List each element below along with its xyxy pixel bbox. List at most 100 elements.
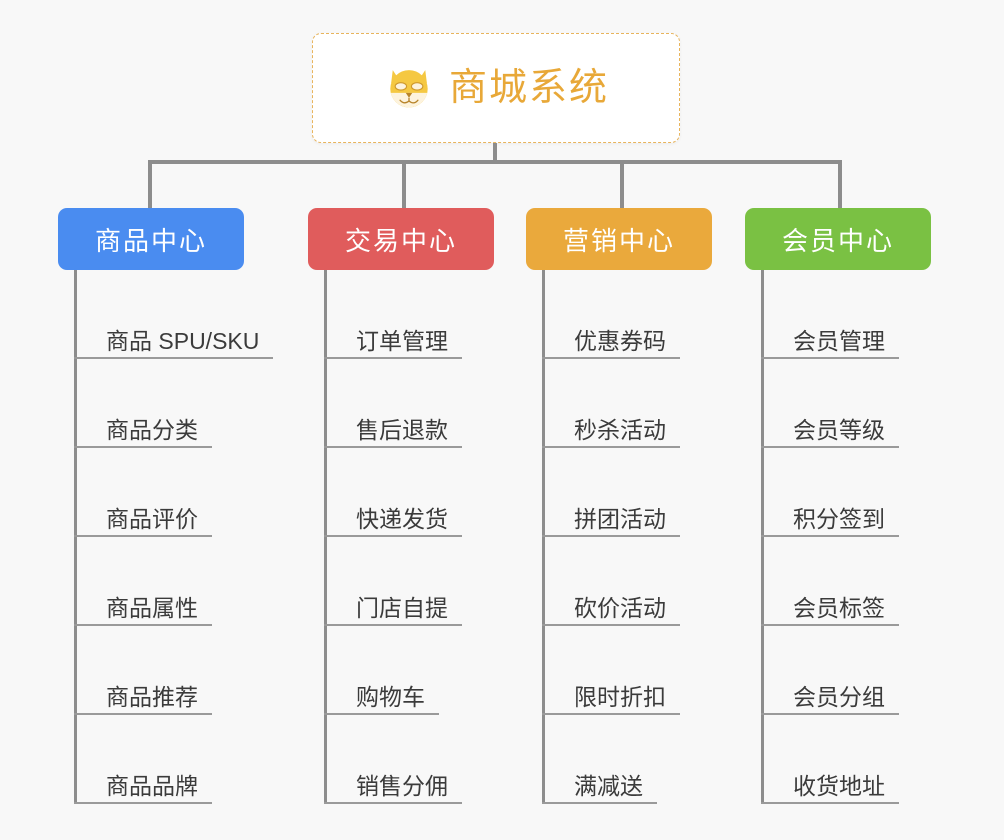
- list-item[interactable]: 会员等级: [745, 359, 931, 448]
- list-item[interactable]: 限时折扣: [526, 626, 712, 715]
- leaf-underline: [324, 713, 439, 715]
- list-item[interactable]: 优惠券码: [526, 270, 712, 359]
- leaf-label: 满减送: [574, 773, 643, 799]
- list-item[interactable]: 快递发货: [308, 448, 494, 537]
- leaf-label: 购物车: [356, 684, 425, 710]
- list-item[interactable]: 会员管理: [745, 270, 931, 359]
- list-item[interactable]: 商品 SPU/SKU: [58, 270, 273, 359]
- branch-marketing-center: 营销中心 优惠券码 秒杀活动 拼团活动 砍价活动 限时折扣: [526, 208, 712, 804]
- leaf-underline: [324, 535, 462, 537]
- list-item[interactable]: 砍价活动: [526, 537, 712, 626]
- branch-body-trade-center: 订单管理 售后退款 快递发货 门店自提 购物车 销售分佣: [308, 270, 494, 804]
- list-item[interactable]: 商品推荐: [58, 626, 244, 715]
- leaf-underline: [74, 535, 212, 537]
- leaf-underline: [74, 624, 212, 626]
- leaf-label: 收货地址: [793, 773, 885, 799]
- leaf-label: 会员分组: [793, 684, 885, 710]
- branch-member-center: 会员中心 会员管理 会员等级 积分签到 会员标签 会员分组: [745, 208, 931, 804]
- branch-spine: [761, 270, 764, 804]
- list-item[interactable]: 门店自提: [308, 537, 494, 626]
- connector-root-stem: [493, 143, 497, 164]
- leaf-label: 销售分佣: [356, 773, 448, 799]
- branch-header-label: 会员中心: [781, 225, 894, 256]
- connector-drop-2: [402, 160, 406, 208]
- leaf-label: 限时折扣: [574, 684, 666, 710]
- branch-spine: [542, 270, 545, 804]
- list-item[interactable]: 收货地址: [745, 715, 931, 804]
- leaf-underline: [761, 713, 899, 715]
- branch-header-label: 商品中心: [94, 225, 207, 256]
- leaf-label: 秒杀活动: [574, 417, 666, 443]
- list-item[interactable]: 满减送: [526, 715, 712, 804]
- branch-header-trade-center[interactable]: 交易中心: [308, 208, 494, 270]
- branch-product-center: 商品中心 商品 SPU/SKU 商品分类 商品评价 商品属性 商品推荐: [58, 208, 273, 804]
- list-item[interactable]: 会员分组: [745, 626, 931, 715]
- leaf-label: 门店自提: [356, 595, 448, 621]
- list-item[interactable]: 积分签到: [745, 448, 931, 537]
- leaf-label: 订单管理: [356, 328, 448, 354]
- branch-header-label: 营销中心: [562, 225, 675, 256]
- list-item[interactable]: 拼团活动: [526, 448, 712, 537]
- leaf-underline: [761, 624, 899, 626]
- leaf-underline: [324, 357, 462, 359]
- connector-drop-3: [620, 160, 624, 208]
- list-item[interactable]: 秒杀活动: [526, 359, 712, 448]
- leaf-underline: [74, 446, 212, 448]
- branch-header-member-center[interactable]: 会员中心: [745, 208, 931, 270]
- leaf-label: 会员等级: [793, 417, 885, 443]
- leaf-label: 拼团活动: [574, 506, 666, 532]
- branch-header-marketing-center[interactable]: 营销中心: [526, 208, 712, 270]
- list-item[interactable]: 商品品牌: [58, 715, 244, 804]
- branch-body-marketing-center: 优惠券码 秒杀活动 拼团活动 砍价活动 限时折扣 满减送: [526, 270, 712, 804]
- leaf-label: 砍价活动: [574, 595, 666, 621]
- leaf-label: 商品 SPU/SKU: [106, 328, 260, 354]
- list-item[interactable]: 订单管理: [308, 270, 494, 359]
- leaf-underline: [542, 624, 680, 626]
- connector-drop-4: [838, 160, 842, 208]
- leaf-label: 会员管理: [793, 328, 885, 354]
- connector-horizontal-bus: [148, 160, 842, 164]
- leaf-label: 商品推荐: [106, 684, 198, 710]
- leaf-label: 快递发货: [356, 506, 448, 532]
- branch-body-member-center: 会员管理 会员等级 积分签到 会员标签 会员分组 收货地址: [745, 270, 931, 804]
- root-title: 商城系统: [448, 67, 609, 109]
- leaf-underline: [324, 802, 462, 804]
- leaf-underline: [74, 713, 212, 715]
- leaf-underline: [761, 535, 899, 537]
- connector-drop-1: [148, 160, 152, 208]
- branch-header-label: 交易中心: [344, 225, 457, 256]
- leaf-underline: [324, 446, 462, 448]
- branch-trade-center: 交易中心 订单管理 售后退款 快递发货 门店自提 购物车: [308, 208, 494, 804]
- branch-body-product-center: 商品 SPU/SKU 商品分类 商品评价 商品属性 商品推荐 商品品牌: [58, 270, 273, 804]
- leaf-underline: [761, 446, 899, 448]
- leaf-label: 商品属性: [106, 595, 198, 621]
- leaf-underline: [761, 357, 899, 359]
- leaf-label: 会员标签: [793, 595, 885, 621]
- leaf-label: 积分签到: [793, 506, 885, 532]
- branch-spine: [74, 270, 77, 804]
- list-item[interactable]: 售后退款: [308, 359, 494, 448]
- leaf-label: 商品分类: [106, 417, 198, 443]
- leaf-underline: [74, 802, 212, 804]
- list-item[interactable]: 销售分佣: [308, 715, 494, 804]
- branch-header-product-center[interactable]: 商品中心: [58, 208, 244, 270]
- root-node[interactable]: 商城系统: [312, 33, 680, 143]
- leaf-label: 商品品牌: [106, 773, 198, 799]
- leaf-underline: [542, 535, 680, 537]
- leaf-underline: [542, 357, 680, 359]
- leaf-label: 售后退款: [356, 417, 448, 443]
- leaf-underline: [542, 713, 680, 715]
- list-item[interactable]: 购物车: [308, 626, 494, 715]
- list-item[interactable]: 商品属性: [58, 537, 244, 626]
- leaf-underline: [542, 446, 680, 448]
- leaf-label: 优惠券码: [574, 328, 666, 354]
- branch-spine: [324, 270, 327, 804]
- dog-face-icon: [390, 70, 428, 109]
- list-item[interactable]: 商品评价: [58, 448, 244, 537]
- leaf-underline: [74, 357, 273, 359]
- list-item[interactable]: 会员标签: [745, 537, 931, 626]
- leaf-underline: [324, 624, 462, 626]
- list-item[interactable]: 商品分类: [58, 359, 244, 448]
- leaf-label: 商品评价: [106, 506, 198, 532]
